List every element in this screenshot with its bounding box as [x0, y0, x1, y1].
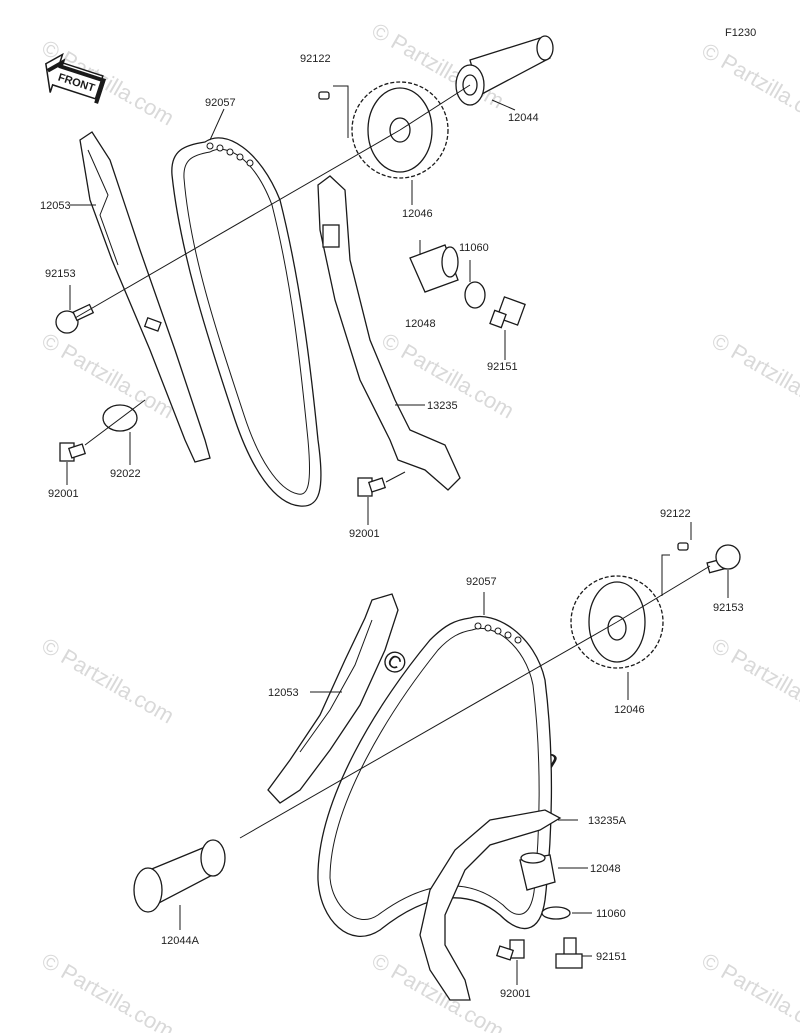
camshaft-12044A — [133, 839, 226, 913]
tensioner-12048-top — [409, 244, 459, 293]
watermark-text: © Partzilla.com — [698, 948, 800, 1033]
chain-links-icon — [474, 622, 522, 644]
watermark-text: © Partzilla.com — [708, 633, 800, 729]
label-11060-bottom: 11060 — [596, 908, 626, 920]
tensioner-12048-bottom — [519, 852, 556, 891]
cam-chain-top — [171, 137, 322, 507]
label-92022: 92022 — [110, 468, 141, 480]
dowel-pin-92122-bottom — [677, 542, 689, 551]
bolt-92153-bottom — [706, 544, 741, 574]
tensioner-guide-13235A — [419, 809, 562, 1001]
label-92001-top-left: 92001 — [48, 488, 79, 500]
bottom-assembly — [133, 522, 741, 1001]
label-12044A: 12044A — [161, 935, 200, 947]
bolt-92151-top — [489, 296, 526, 329]
watermark-text: © Partzilla.com — [708, 328, 800, 424]
label-92151-top: 92151 — [487, 361, 518, 373]
label-12053-top: 12053 — [40, 200, 71, 212]
washer-11060-bottom — [541, 906, 571, 920]
bolt-92001-top-left — [59, 442, 87, 462]
label-92122-top: 92122 — [300, 53, 331, 65]
top-assembly — [55, 35, 554, 525]
label-92151-bottom: 92151 — [596, 951, 627, 963]
washer-11060-top — [464, 281, 486, 309]
label-92122-bottom: 92122 — [660, 508, 691, 520]
chain-links-icon — [206, 142, 254, 167]
watermark-text: © Partzilla.com — [698, 38, 800, 134]
label-11060-top: 11060 — [459, 242, 489, 254]
label-12046-bottom: 12046 — [614, 704, 645, 716]
label-92001-bottom: 92001 — [500, 988, 531, 1000]
label-12044: 12044 — [508, 112, 539, 124]
label-92153-top: 92153 — [45, 268, 76, 280]
label-12048-top: 12048 — [405, 318, 436, 330]
top-labels: 92122 92057 12044 12053 12046 11060 9215… — [40, 53, 539, 540]
bottom-labels: 92122 92057 92153 12053 12046 13235A 120… — [161, 508, 744, 1000]
front-arrow-icon: FRONT — [45, 52, 107, 104]
bolt-92001-bottom — [495, 939, 525, 961]
label-12046-top: 12046 — [402, 208, 433, 220]
label-92153-bottom: 92153 — [713, 602, 744, 614]
label-92057-top: 92057 — [205, 97, 236, 109]
chain-guide-12053-top — [79, 131, 211, 463]
label-13235: 13235 — [427, 400, 458, 412]
figure-code: F1230 — [725, 27, 756, 39]
bolt-92153-top — [55, 303, 95, 334]
label-13235A: 13235A — [588, 815, 627, 827]
label-92057-bottom: 92057 — [466, 576, 497, 588]
watermark-text: © Partzilla.com — [38, 633, 179, 729]
bolt-92001-top-center — [357, 477, 387, 497]
label-92001-top-center: 92001 — [349, 528, 380, 540]
watermark-text: © Partzilla.com — [38, 948, 179, 1033]
label-12048-bottom: 12048 — [590, 863, 621, 875]
dowel-pin-92122-top — [318, 91, 330, 100]
bolt-92151-bottom — [555, 937, 583, 969]
tensioner-guide-13235 — [317, 175, 461, 491]
label-12053-bottom: 12053 — [268, 687, 299, 699]
washer-92022 — [102, 404, 138, 432]
